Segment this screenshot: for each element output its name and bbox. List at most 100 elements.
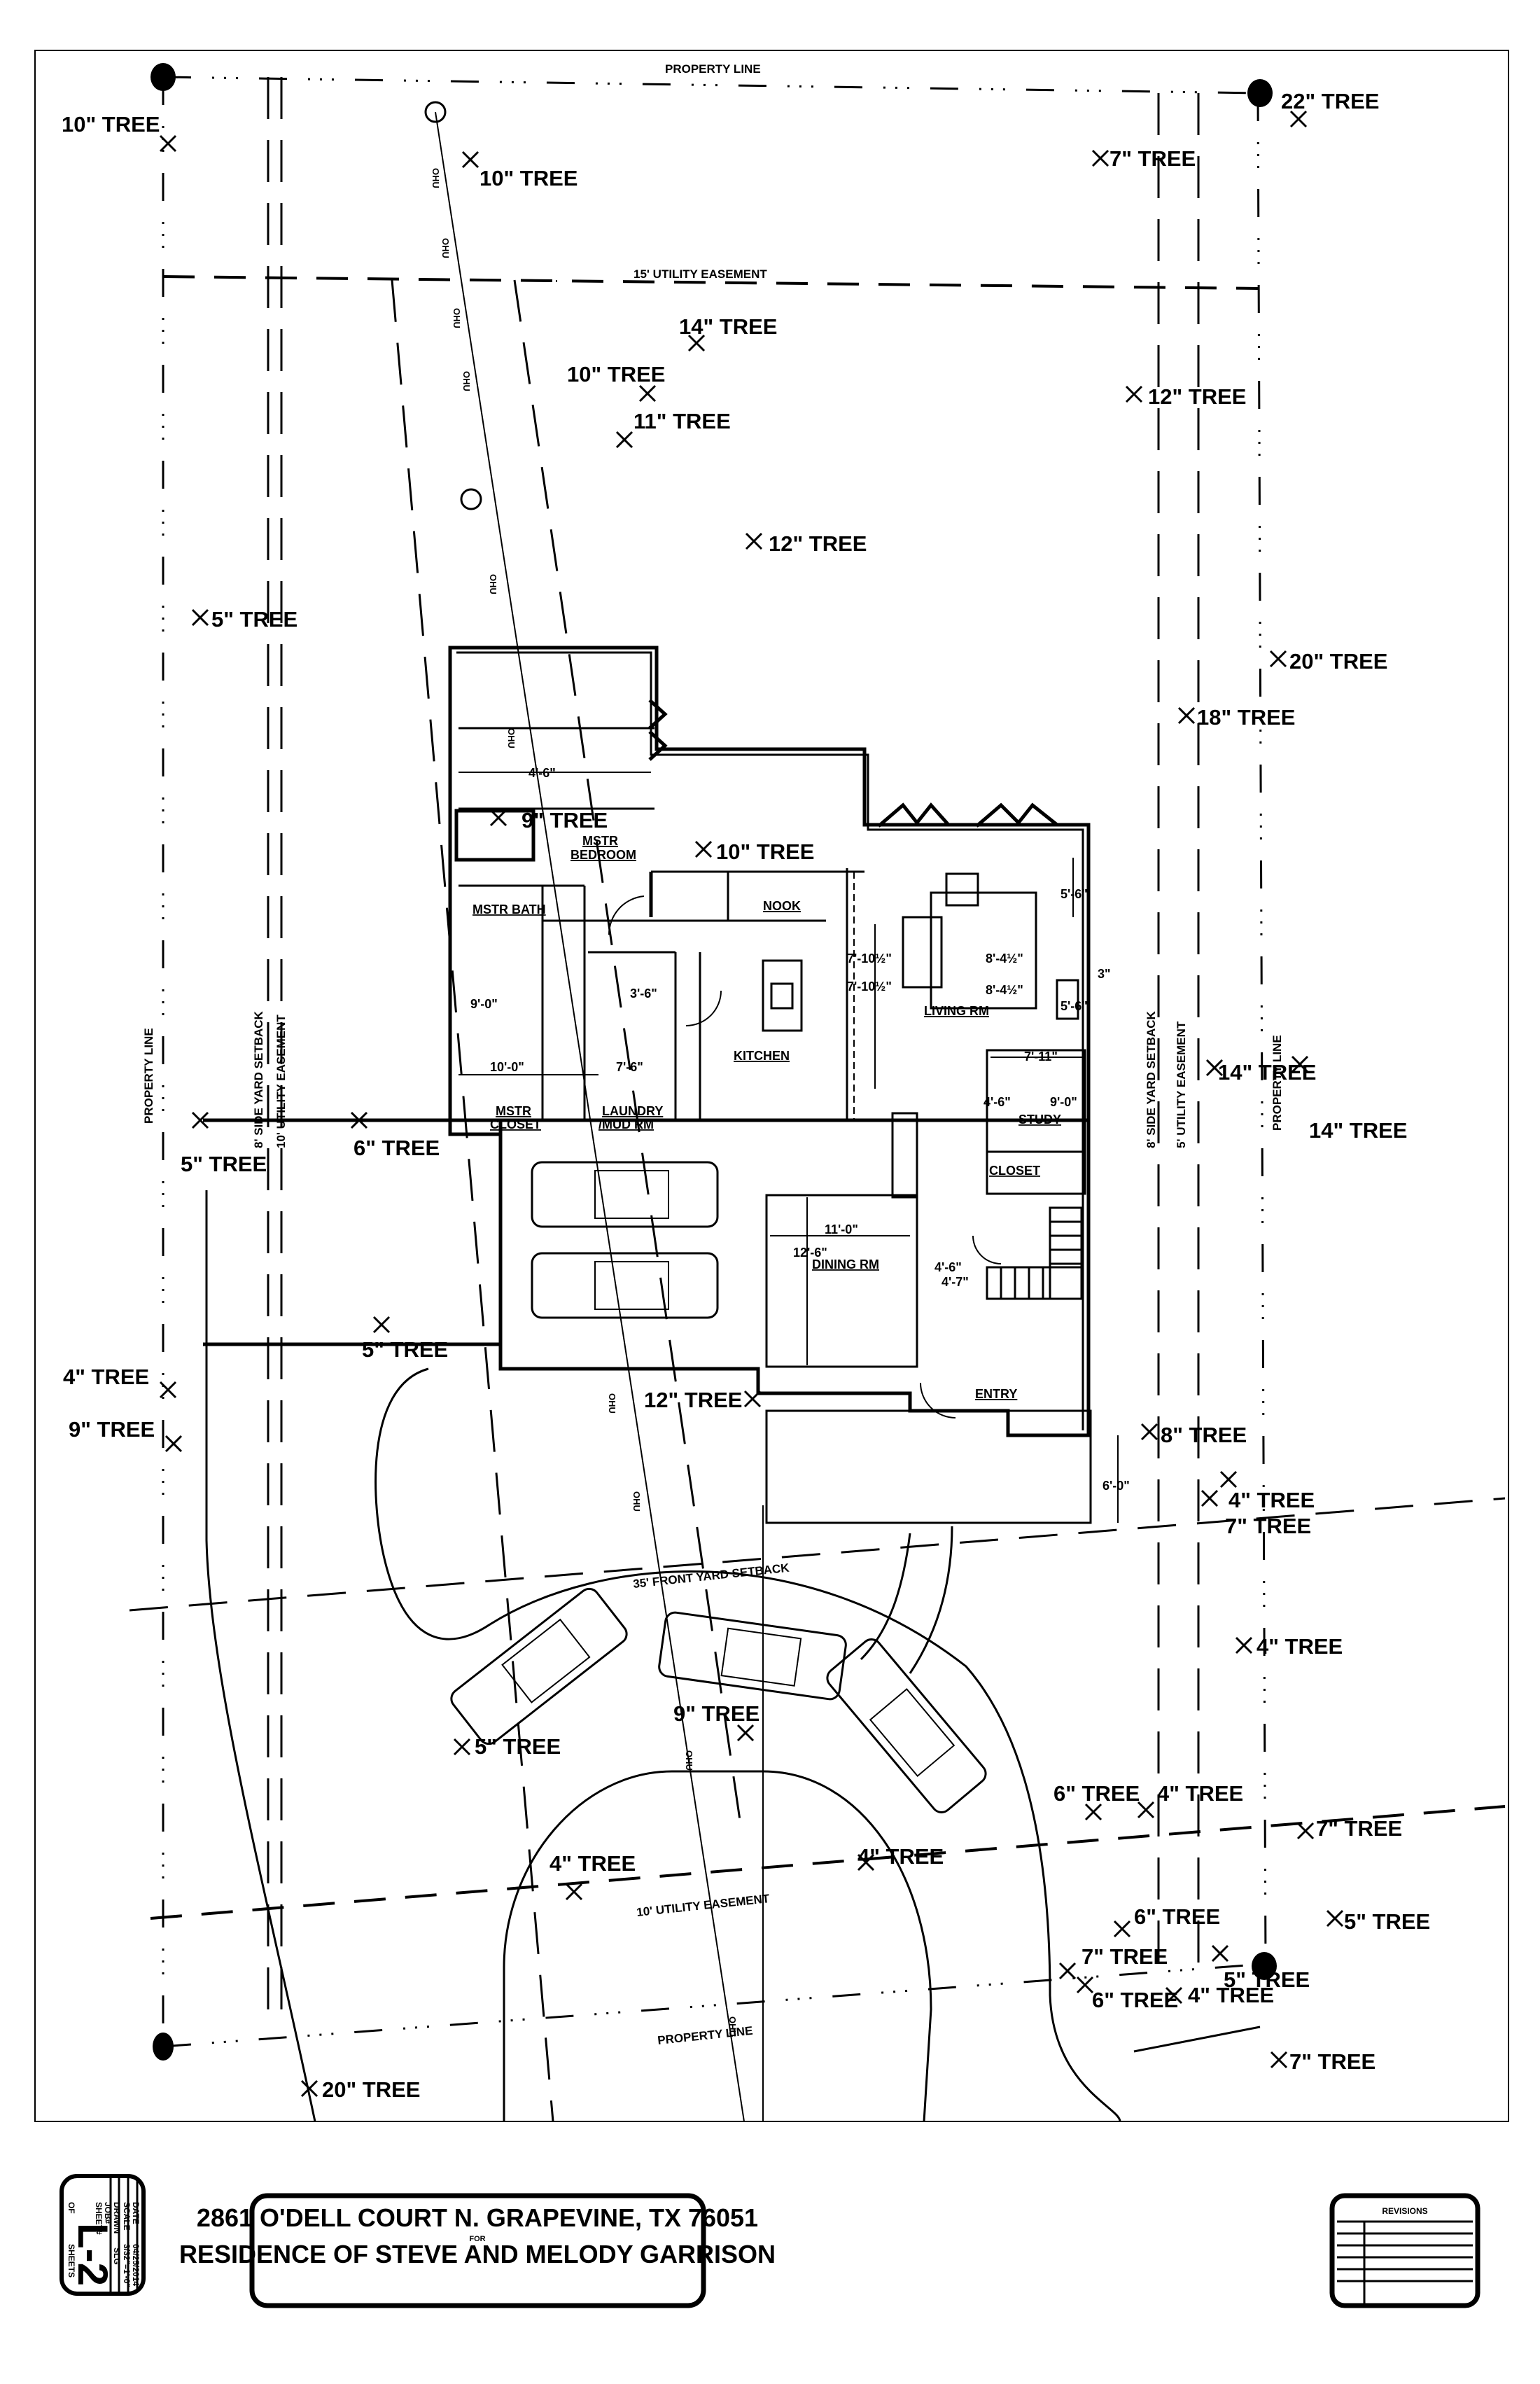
tree-x-icon — [453, 1738, 471, 1756]
tree-marker: 9" TREE — [69, 1417, 183, 1453]
dimension: 7'-10½" — [847, 951, 892, 966]
tree-x-icon — [191, 608, 209, 627]
side-setback-label-left: 8' SIDE YARD SETBACK — [252, 1010, 265, 1148]
side-easement-label-left: 10' UTILITY EASEMENT — [274, 1015, 288, 1148]
tree-x-icon — [1137, 1801, 1155, 1819]
room-label-dining: DINING RM — [812, 1257, 879, 1271]
tree-label: 14" TREE — [679, 314, 777, 339]
door-swing — [685, 990, 722, 1026]
tree-label: 4" TREE — [63, 1365, 149, 1389]
fireplace — [1056, 979, 1079, 1020]
property-corner-marker — [1247, 79, 1273, 107]
tree-label: 6" TREE — [1134, 1904, 1220, 1929]
tree-marker: 6" TREE — [1054, 1781, 1140, 1821]
tree-label: 10" TREE — [567, 362, 665, 386]
tree-x-icon — [857, 1853, 875, 1871]
utility-easement-label-front: 10' UTILITY EASEMENT — [636, 1892, 770, 1919]
dimension: 5'-6" — [1060, 999, 1088, 1013]
tree-label: 5" TREE — [211, 607, 298, 632]
room-label-master-closet: MSTR — [496, 1104, 531, 1118]
property-corner-marker — [153, 2033, 174, 2061]
tree-label: 5" TREE — [1344, 1909, 1430, 1934]
tree-x-icon — [1291, 1055, 1309, 1073]
ohu-label: OHU — [451, 308, 462, 328]
dimension: 4'-7" — [941, 1275, 969, 1289]
tree-x-icon — [687, 334, 706, 352]
tree-x-icon — [1289, 110, 1308, 128]
dimension: 4'-6" — [983, 1095, 1011, 1109]
tree-marker: 4" TREE — [857, 1844, 944, 1871]
property-line-label-left: PROPERTY LINE — [142, 1028, 155, 1124]
property-line-label-bottom: PROPERTY LINE — [657, 2024, 753, 2047]
door-swing — [972, 1235, 1002, 1264]
room-label-master-closet: CLOSET — [490, 1117, 541, 1131]
room-label-master-bedroom: BEDROOM — [570, 848, 636, 862]
tree-label: 5" TREE — [362, 1337, 448, 1362]
scale-label: SCALE — [122, 2202, 132, 2231]
client-name: RESIDENCE OF STEVE AND MELODY GARRISON — [179, 2240, 776, 2268]
dimension: 3" — [1098, 967, 1111, 981]
tree-x-icon — [1296, 1822, 1315, 1840]
tree-marker: 9" TREE — [673, 1701, 760, 1742]
tree-label: 10" TREE — [62, 112, 160, 137]
tree-label: 4" TREE — [858, 1844, 944, 1869]
ohu-label: OHU — [440, 238, 451, 258]
tree-marker: 5" TREE — [191, 607, 298, 632]
tree-x-icon — [461, 151, 479, 169]
drawn-label: DRAWN — [112, 2202, 122, 2233]
tree-marker: 7" TREE — [1296, 1816, 1402, 1841]
front-setback-label: 35' FRONT YARD SETBACK — [632, 1561, 790, 1591]
tree-x-icon — [1140, 1423, 1158, 1441]
room-label-master-bedroom: MSTR — [582, 834, 618, 848]
tree-x-icon — [191, 1111, 209, 1129]
car-icon — [450, 1587, 628, 1745]
tree-label: 6" TREE — [1092, 1988, 1178, 2012]
tree-label: 7" TREE — [1225, 1514, 1311, 1538]
tree-x-icon — [1091, 149, 1110, 167]
sheet-label: SHEET# — [94, 2202, 104, 2235]
car-icon — [531, 1161, 719, 1228]
tree-label: 20" TREE — [1289, 649, 1387, 674]
room-label-nook: NOOK — [763, 899, 801, 913]
tree-x-icon — [736, 1724, 755, 1742]
ohu-label: OHU — [461, 371, 472, 391]
tree-marker: 5" TREE — [181, 1111, 267, 1176]
tree-label: 18" TREE — [1197, 705, 1295, 730]
dimension: 12'-6" — [793, 1246, 827, 1260]
tree-marker: 12" TREE — [745, 531, 867, 556]
dining-walls — [765, 1194, 918, 1368]
tree-label: 5" TREE — [1224, 1967, 1310, 1992]
tree-marker: 12" TREE — [1125, 384, 1246, 409]
tree-label: 9" TREE — [69, 1417, 155, 1442]
tree-marker: 5" TREE — [362, 1316, 448, 1362]
tree-x-icon — [164, 1435, 183, 1453]
ohu-label: OHU — [488, 574, 498, 594]
dimension: 7'-11" — [1024, 1050, 1058, 1064]
tree-x-icon — [745, 532, 763, 550]
overhead-utility-line: OHU OHU OHU OHU OHU OHU OHU OHU OHU OHU — [424, 101, 745, 2122]
sheets-label: SHEETS — [66, 2244, 76, 2278]
hall-column — [891, 1112, 918, 1199]
tree-x-icon — [1076, 1976, 1094, 1994]
tree-label: 12" TREE — [769, 531, 867, 556]
dimension: 10'-0" — [490, 1060, 524, 1074]
tree-x-icon — [159, 134, 177, 153]
property-lines — [150, 63, 1277, 2061]
tree-label: 4" TREE — [1157, 1781, 1243, 1806]
property-line-label-top: PROPERTY LINE — [665, 62, 761, 76]
tree-marker: 4" TREE — [1219, 1470, 1315, 1512]
tree-label: 4" TREE — [1228, 1488, 1315, 1512]
tree-label: 7" TREE — [1316, 1816, 1402, 1841]
tree-x-icon — [1219, 1470, 1238, 1489]
tree-label: 10" TREE — [716, 839, 814, 864]
driveway-outline — [205, 1190, 1261, 2122]
tree-label: 8" TREE — [1161, 1423, 1247, 1447]
tree-label: 5" TREE — [475, 1734, 561, 1759]
tree-marker: 22" TREE — [1281, 89, 1379, 128]
sheet-number: L-2 — [69, 2223, 116, 2286]
dimension-labels: 4'-6" 9'-0" 10'-0" 7'-6" 3'-6" 7'-10½" 7… — [458, 766, 1130, 1523]
tree-label: 4" TREE — [1188, 1983, 1274, 2007]
dimension: 3'-6" — [630, 987, 657, 1001]
utility-easement-label-rear: 15' UTILITY EASEMENT — [634, 267, 767, 281]
tree-label: 4" TREE — [550, 1851, 636, 1876]
